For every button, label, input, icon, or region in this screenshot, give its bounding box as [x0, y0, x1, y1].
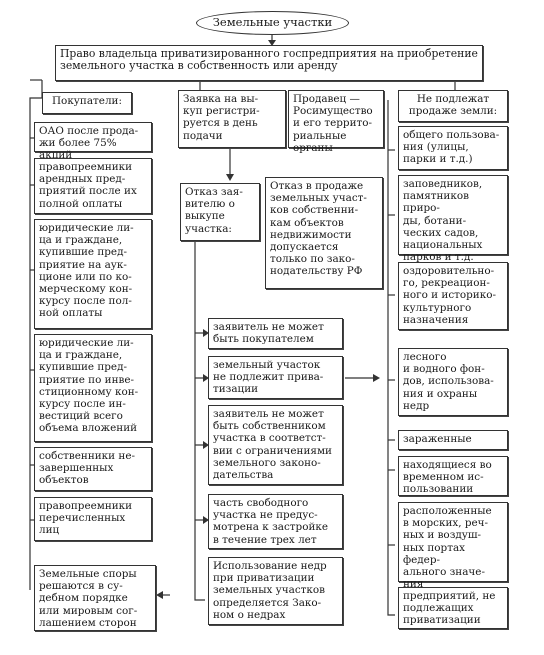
application-box: Заявка на вы- куп регистри- руется в ден… — [178, 90, 286, 148]
ownership-rights-header: Право владельца приватизированного госпр… — [55, 45, 483, 81]
refusal-note: Отказ в продаже земельных участ- ков соб… — [265, 177, 383, 289]
not-for-sale-item: лесного и водного фон- дов, использова- … — [398, 348, 508, 416]
buyer-item: ОАО после прода- жи более 75% акций — [34, 122, 152, 161]
refusal-reason: заявитель не может быть покупателем — [208, 318, 343, 349]
refusal-header: Отказ зая- вителю о выкупе участка: — [180, 183, 260, 241]
not-for-sale-item: зараженные — [398, 430, 508, 450]
buyer-item: собственники не- завершенных объектов — [34, 447, 152, 491]
refusal-reason: часть свободного участка не предус- мотр… — [208, 494, 343, 549]
not-for-sale-item: предприятий, не подлежащих приватизации — [398, 587, 508, 629]
disputes-note: Земельные споры решаются в су- дебном по… — [34, 565, 156, 631]
not-for-sale-item: заповедников, памятников приро- ды, бота… — [398, 175, 508, 263]
buyer-item: юридические ли- ца и граждане, купившие … — [34, 219, 152, 329]
not-for-sale-item: находящиеся во временном ис- пользовании — [398, 456, 508, 496]
subsoil-note: Использование недр при приватизации земе… — [208, 557, 343, 625]
refusal-reason: заявитель не может быть собственником уч… — [208, 405, 343, 485]
not-for-sale-item: расположенные в морских, реч- ных и возд… — [398, 502, 508, 590]
not-for-sale-header: Не подлежат продаже земли: — [398, 90, 508, 122]
buyer-item: правопреемники перечисленных лиц — [34, 497, 152, 541]
not-for-sale-item: оздоровительно- го, рекреацион- ного и и… — [398, 262, 508, 330]
not-for-sale-item: общего пользова- ния (улицы, парки и т.д… — [398, 126, 508, 170]
buyers-header: Покупатели: — [42, 92, 132, 114]
diagram-title: Земельные участки — [196, 11, 349, 35]
refusal-reason: земельный участок не подлежит прива- тиз… — [208, 356, 343, 399]
buyer-item: правопреемники арендных пред- приятий по… — [34, 158, 152, 214]
seller-box: Продавец — Росимущество и его террито- р… — [288, 90, 384, 154]
buyer-item: юридические ли- ца и граждане, купившие … — [34, 334, 152, 442]
